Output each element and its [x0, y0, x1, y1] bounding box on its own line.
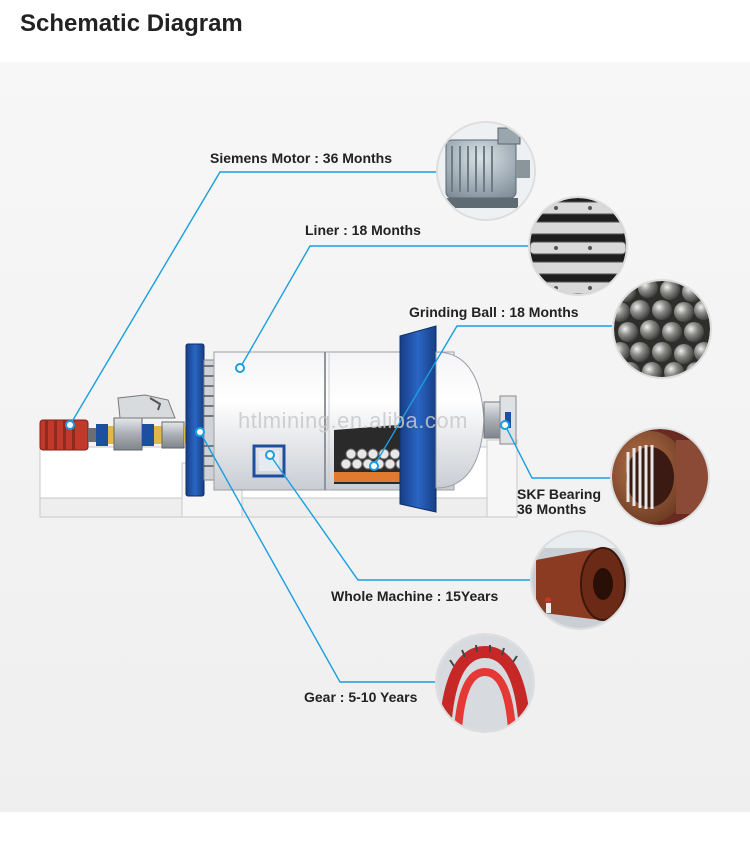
mill-shell-icon — [530, 530, 630, 630]
trunnion — [483, 401, 503, 439]
label-skf-bearing-line1: SKF Bearing — [517, 486, 602, 502]
coupling-2 — [142, 424, 154, 446]
coupling-1 — [96, 424, 108, 446]
label-grinding-ball: Grinding Ball : 18 Months — [409, 304, 579, 320]
watermark-tail: ba.com — [392, 408, 468, 433]
label-skf-bearing-line2: 36 Months — [517, 501, 587, 517]
callout-line-bearing — [504, 424, 612, 479]
grinding-balls-icon — [612, 279, 712, 379]
pinion-housing — [161, 421, 185, 449]
manhole-cover — [252, 444, 286, 478]
callout-lines — [69, 171, 614, 683]
callout-line-motor — [69, 171, 438, 426]
girth-gear-icon — [435, 633, 535, 733]
discharge-end-cover — [399, 325, 437, 513]
liner-plates-icon — [528, 196, 628, 296]
callout-anchor-dots — [65, 363, 510, 471]
liner-bottom-strip — [334, 472, 450, 482]
page-title: Schematic Diagram — [20, 10, 243, 37]
reducer-gearbox — [113, 417, 143, 451]
girth-gear-ring — [185, 343, 205, 497]
label-gear: Gear : 5-10 Years — [304, 689, 418, 705]
callout-line-gear — [199, 431, 437, 683]
motor-icon — [39, 419, 96, 451]
callout-line-whole-machine — [269, 454, 532, 581]
label-skf-bearing: SKF Bearing 36 Months — [517, 487, 627, 517]
gear-cover — [117, 394, 176, 419]
ball-mill-machine — [39, 325, 518, 518]
callout-line-liner — [239, 245, 530, 369]
bearing-icon — [610, 427, 710, 527]
foundation-plinth — [39, 497, 515, 518]
watermark-main: htlmining.en.ali — [238, 408, 393, 433]
watermark-text: htlmining.en.aliba.com — [238, 408, 468, 434]
label-siemens-motor: Siemens Motor : 36 Months — [210, 150, 393, 166]
pedestal-right — [486, 439, 518, 518]
label-whole-machine: Whole Machine : 15Years — [331, 588, 499, 604]
coupling-flange-2 — [154, 426, 162, 444]
electric-motor-icon — [436, 121, 536, 221]
callout-line-grinding-ball — [373, 325, 614, 467]
label-liner: Liner : 18 Months — [305, 222, 421, 238]
coupling-flange-1 — [108, 426, 114, 444]
